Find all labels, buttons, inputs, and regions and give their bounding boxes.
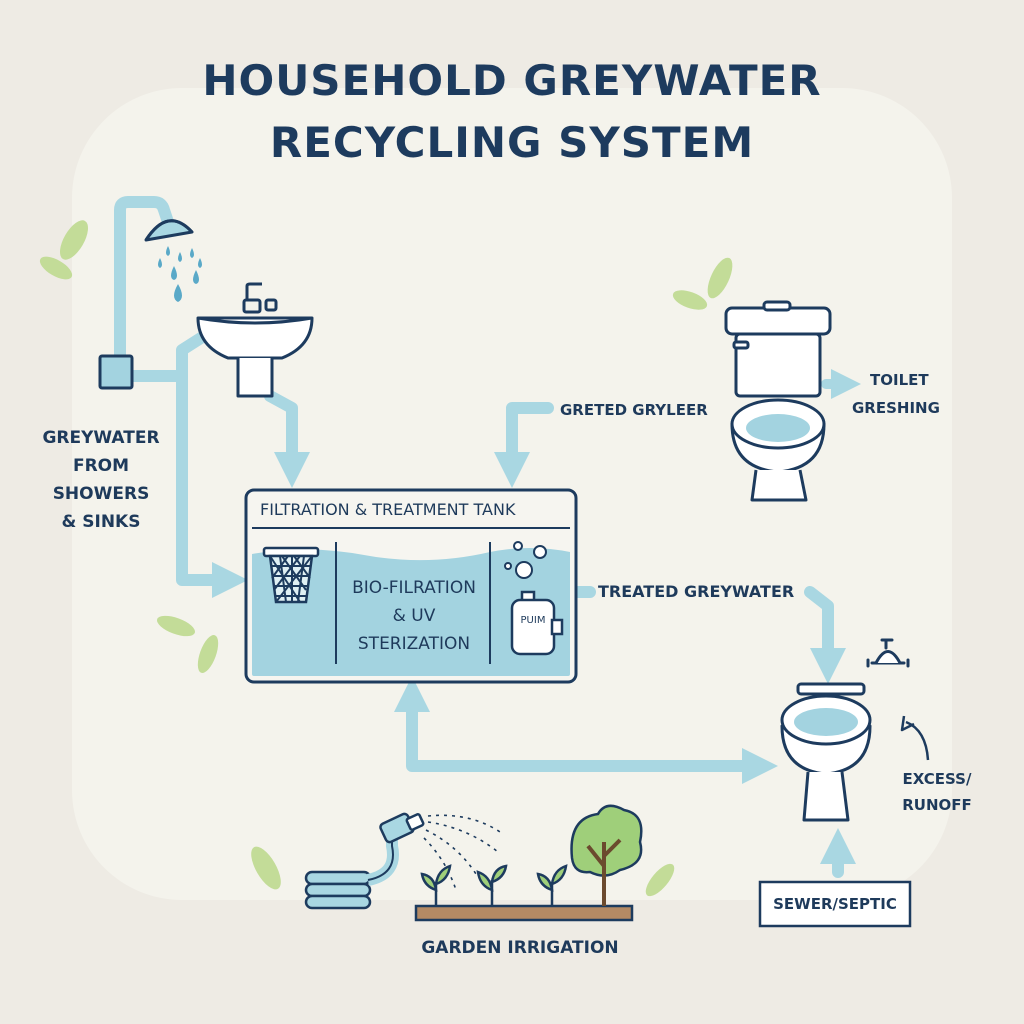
sprout-icon	[476, 864, 508, 906]
leaf-icon	[645, 863, 675, 897]
source-label: GREYWATER FROM SHOWERS & SINKS	[36, 424, 166, 536]
pipe-toilet-to-tank	[494, 402, 554, 488]
excess-arrow	[905, 720, 930, 761]
page-title: HOUSEHOLD GREYWATER RECYCLING SYSTEM	[0, 50, 1024, 174]
pump-icon	[510, 590, 564, 656]
excess-label: EXCESS/ RUNOFF	[896, 766, 978, 818]
title-line-2: RECYCLING SYSTEM	[269, 118, 755, 167]
pump-label: PUIM	[520, 615, 546, 626]
pipe-treated-to-toilet	[804, 586, 846, 684]
pipe-sink-to-tank	[264, 390, 310, 488]
title-line-1: HOUSEHOLD GREYWATER	[202, 56, 822, 105]
garden-label: GARDEN IRRIGATION	[421, 938, 619, 958]
source-line-3: SHOWERS	[52, 484, 150, 504]
bio-line-2: & UV	[392, 606, 436, 626]
source-line-1: GREYWATER	[42, 428, 160, 448]
leaf-icon	[157, 615, 219, 673]
excess-line-2: RUNOFF	[902, 796, 972, 814]
source-line-2: FROM	[72, 456, 130, 476]
soil-bed	[414, 904, 634, 922]
greted-label: GRETED GRYLEER	[560, 401, 708, 419]
bio-filtration-label: BIO-FILRATION & UV STERIZATION	[338, 574, 490, 658]
toilet-line-1: TOILET	[870, 371, 929, 389]
shower-drops	[158, 246, 202, 302]
source-line-4: & SINKS	[61, 512, 141, 532]
tank-title: FILTRATION & TREATMENT TANK	[260, 500, 516, 519]
hose-spray	[423, 814, 501, 891]
filter-basket-icon	[262, 546, 320, 604]
toilet-icon	[780, 682, 872, 822]
tree-icon	[570, 804, 643, 906]
toilet-icon	[724, 300, 832, 502]
pipe-return-loop	[394, 676, 778, 784]
leaf-icon	[39, 220, 88, 280]
leaf-icon	[672, 257, 733, 310]
shower-icon	[98, 196, 202, 390]
bubbles-icon	[504, 541, 547, 579]
sewer-label: SEWER/SEPTIC	[773, 895, 897, 913]
excess-line-1: EXCESS/	[902, 770, 972, 788]
sprout-icon	[420, 864, 452, 906]
toilet-line-2: GRESHING	[852, 399, 940, 417]
toilet-flushing-label: TOILET GRESHING	[852, 366, 940, 422]
pipes	[124, 330, 856, 878]
pipe-shower-to-tank	[124, 370, 248, 598]
sprout-icon	[536, 864, 568, 906]
treated-label: TREATED GREYWATER	[598, 582, 795, 601]
valve-icon	[866, 638, 910, 668]
sewer-box	[758, 880, 912, 928]
pipe-sink-to-main	[176, 330, 210, 382]
sink-icon	[196, 282, 314, 398]
leaf-icon	[251, 846, 281, 890]
treatment-tank	[244, 488, 578, 684]
bio-line-1: BIO-FILRATION	[352, 578, 476, 598]
drain-icon	[98, 354, 134, 390]
excess-arrow-head	[900, 715, 915, 732]
bio-line-3: STERIZATION	[357, 634, 471, 654]
hose-icon	[304, 812, 425, 910]
